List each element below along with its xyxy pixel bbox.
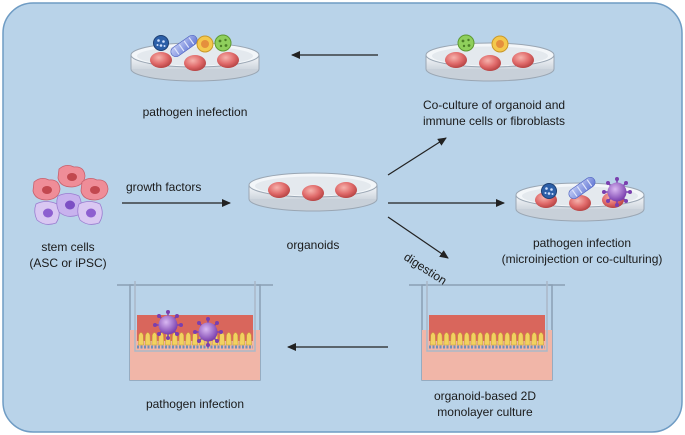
- villus: [246, 332, 252, 346]
- immune-cell-icon: [214, 34, 232, 52]
- immune-cell-icon: [541, 183, 557, 199]
- coculture-label-line2: immune cells or fibroblasts: [422, 114, 566, 128]
- villus: [524, 332, 531, 346]
- villus: [477, 332, 484, 346]
- organoids-dish: [248, 172, 378, 212]
- villus: [463, 332, 470, 346]
- immune-cell-icon: [491, 35, 509, 53]
- pathogen-inefection-dish: [130, 42, 260, 82]
- villus: [185, 332, 192, 346]
- arrow-to-coculture: [387, 137, 447, 176]
- coculture-label-line1: Co-culture of organoid and: [422, 98, 566, 112]
- villus: [490, 332, 497, 346]
- villus: [225, 332, 232, 346]
- pathogen-infection-right-label-line2: (microinjection or co-culturing): [501, 252, 663, 266]
- monolayer-label-line2: monolayer culture: [437, 405, 533, 419]
- villus: [239, 332, 246, 346]
- pathogen-infection-right-label-line1: pathogen infection: [532, 236, 632, 250]
- villus: [443, 332, 450, 346]
- stem-cells-label-line2: (ASC or iPSC): [29, 256, 107, 270]
- villus: [457, 332, 463, 346]
- villus: [450, 332, 457, 346]
- coculture-dish: [425, 42, 555, 82]
- villus: [219, 332, 225, 346]
- villus: [504, 332, 511, 346]
- growth-factors-label: growth factors: [126, 180, 202, 194]
- immune-cell-icon: [196, 35, 214, 53]
- villus: [497, 332, 504, 346]
- villus: [436, 332, 443, 346]
- villus: [192, 332, 198, 346]
- arrow-digestion: [387, 216, 449, 259]
- stem-cells-label-line1: stem cells: [41, 240, 95, 254]
- villus: [511, 332, 517, 346]
- villus: [144, 332, 151, 346]
- pathogen-infection-bottom-label: pathogen infection: [145, 397, 245, 411]
- immune-cell-icon: [457, 34, 475, 52]
- transwell-insert-icon: [407, 279, 567, 382]
- stem-cell-icon: [32, 165, 109, 225]
- villus: [538, 332, 544, 346]
- villus: [151, 332, 158, 346]
- immune-cell-icon: [153, 35, 169, 51]
- villus: [178, 332, 185, 346]
- villus: [232, 332, 239, 346]
- villus: [517, 332, 524, 346]
- organoids-label: organoids: [286, 238, 340, 252]
- pathogen-inefection-label: pathogen inefection: [142, 105, 248, 119]
- villus: [430, 332, 436, 346]
- villus: [531, 332, 538, 346]
- villus: [138, 332, 144, 346]
- villus: [470, 332, 477, 346]
- villus: [484, 332, 490, 346]
- monolayer-label-line1: organoid-based 2D: [433, 389, 537, 403]
